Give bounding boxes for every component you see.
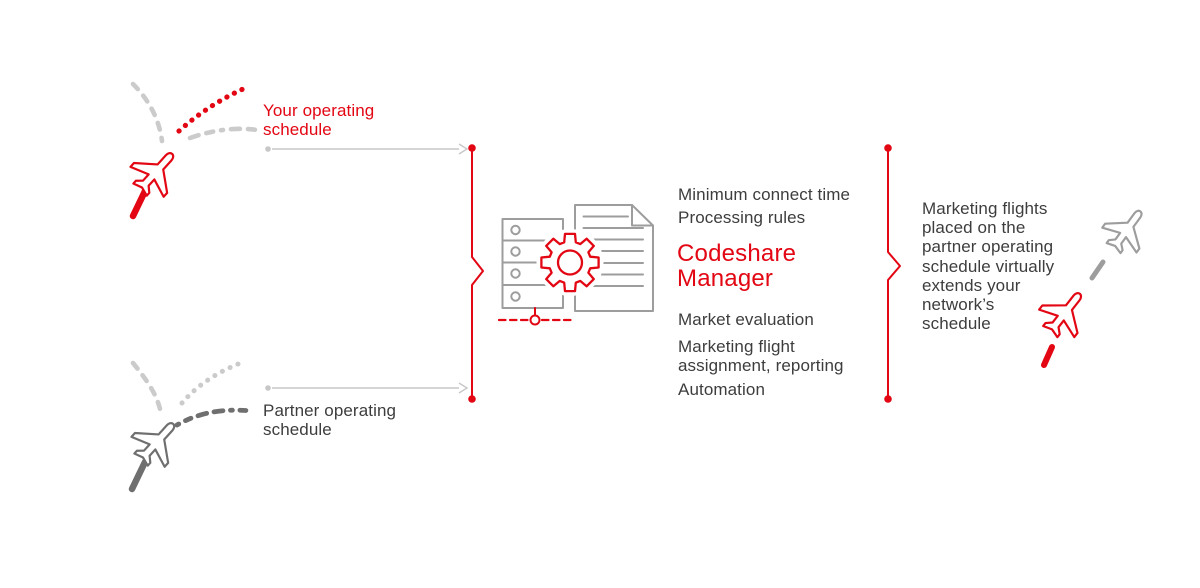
param-processing-rules: Processing rules — [678, 208, 806, 227]
server-led — [510, 224, 521, 236]
gear-hub — [556, 249, 584, 276]
partner-schedule-label: Partner operating schedule — [263, 401, 397, 440]
trail-start-dash — [128, 458, 149, 493]
crossing-trail-dashes — [130, 81, 165, 144]
crossing-trail-dashes — [187, 126, 260, 141]
network-extension-art — [1031, 197, 1159, 368]
trail-dash-red — [1041, 344, 1055, 368]
connector-arrowhead — [458, 382, 469, 394]
connector-start-dot — [265, 146, 271, 152]
light-dotted-trail — [179, 359, 246, 406]
gear-icon — [536, 229, 604, 296]
crossing-trail-dashes — [130, 360, 163, 412]
bracket-end-dot — [468, 144, 476, 152]
partner-plane-art — [123, 359, 255, 493]
partner-airplane-icon — [123, 407, 191, 476]
partner-dashed-trail — [174, 407, 255, 428]
function-automation: Automation — [678, 380, 765, 399]
function-market-evaluation: Market evaluation — [678, 310, 814, 329]
connector-start-dot — [265, 385, 271, 391]
codeshare-system-icon — [497, 204, 654, 326]
node-circle — [529, 314, 541, 326]
your-airplane-icon — [122, 137, 190, 206]
bracket-line — [471, 148, 484, 399]
document-text-lines — [582, 215, 644, 287]
output-bracket — [884, 144, 901, 403]
your-plane-art — [122, 81, 260, 220]
red-dotted-trail — [176, 86, 246, 134]
output-description: Marketing flights placed on the partner … — [922, 199, 1055, 334]
product-name: Codeshare Manager — [677, 240, 797, 292]
bracket-end-dot — [884, 395, 892, 403]
bracket-line — [887, 148, 901, 399]
document-fold — [631, 204, 654, 227]
server-led — [510, 246, 521, 257]
connector-your-schedule — [265, 143, 469, 155]
trail-start-dash — [129, 185, 150, 220]
your-schedule-label: Your operating schedule — [263, 101, 375, 140]
server-led — [510, 291, 521, 302]
bracket-end-dot — [468, 395, 476, 403]
connector-partner-schedule — [265, 382, 469, 394]
bracket-end-dot — [884, 144, 892, 152]
trail-dash-gray — [1089, 259, 1106, 281]
param-minimum-connect-time: Minimum connect time — [678, 185, 851, 204]
connector-arrowhead — [458, 143, 469, 155]
input-bracket — [468, 144, 484, 403]
operating-airplane-icon — [1095, 197, 1159, 262]
network-node-icon — [497, 307, 573, 326]
function-marketing-flight-assignment: Marketing flight assignment, reporting — [678, 337, 844, 376]
server-led — [510, 268, 521, 279]
